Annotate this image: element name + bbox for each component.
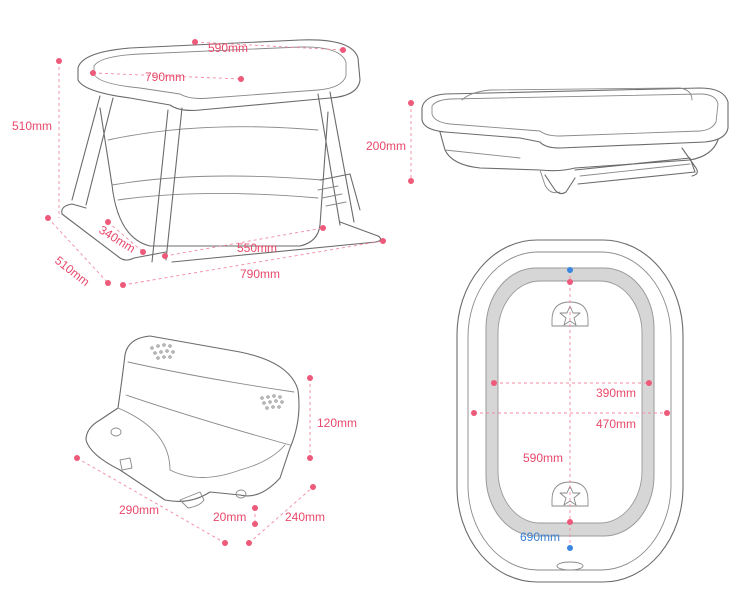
bathtub-top-view: 390mm 470mm 590mm 690mm xyxy=(456,239,684,583)
bathtub-with-stand: 590mm 790mm 510mm 510mm 340mm 550mm 790m… xyxy=(12,39,386,289)
base-depth-label: 510mm xyxy=(52,253,92,289)
stool-depth-label: 240mm xyxy=(285,510,325,524)
stool-length-label: 290mm xyxy=(119,503,159,517)
stool-height-label: 120mm xyxy=(317,416,357,430)
inner-length-label: 590mm xyxy=(523,451,563,465)
top-rim-length-label: 790mm xyxy=(145,70,185,84)
outer-length-label: 690mm xyxy=(520,530,560,544)
inner-width-label: 390mm xyxy=(596,386,636,400)
bath-stool: 120mm 290mm 240mm 20mm xyxy=(74,335,357,546)
height-label: 510mm xyxy=(12,119,52,133)
base-length-label: 790mm xyxy=(240,267,280,281)
folded-bathtub: 200mm xyxy=(366,87,729,195)
outer-width-label: 470mm xyxy=(596,417,636,431)
stand-inner-label: 340mm xyxy=(96,223,137,256)
tub-bottom-length-label: 550mm xyxy=(237,241,277,255)
folded-height-label: 200mm xyxy=(366,139,406,153)
top-rim-width-label: 590mm xyxy=(208,41,248,55)
stool-foot-label: 20mm xyxy=(213,510,246,524)
